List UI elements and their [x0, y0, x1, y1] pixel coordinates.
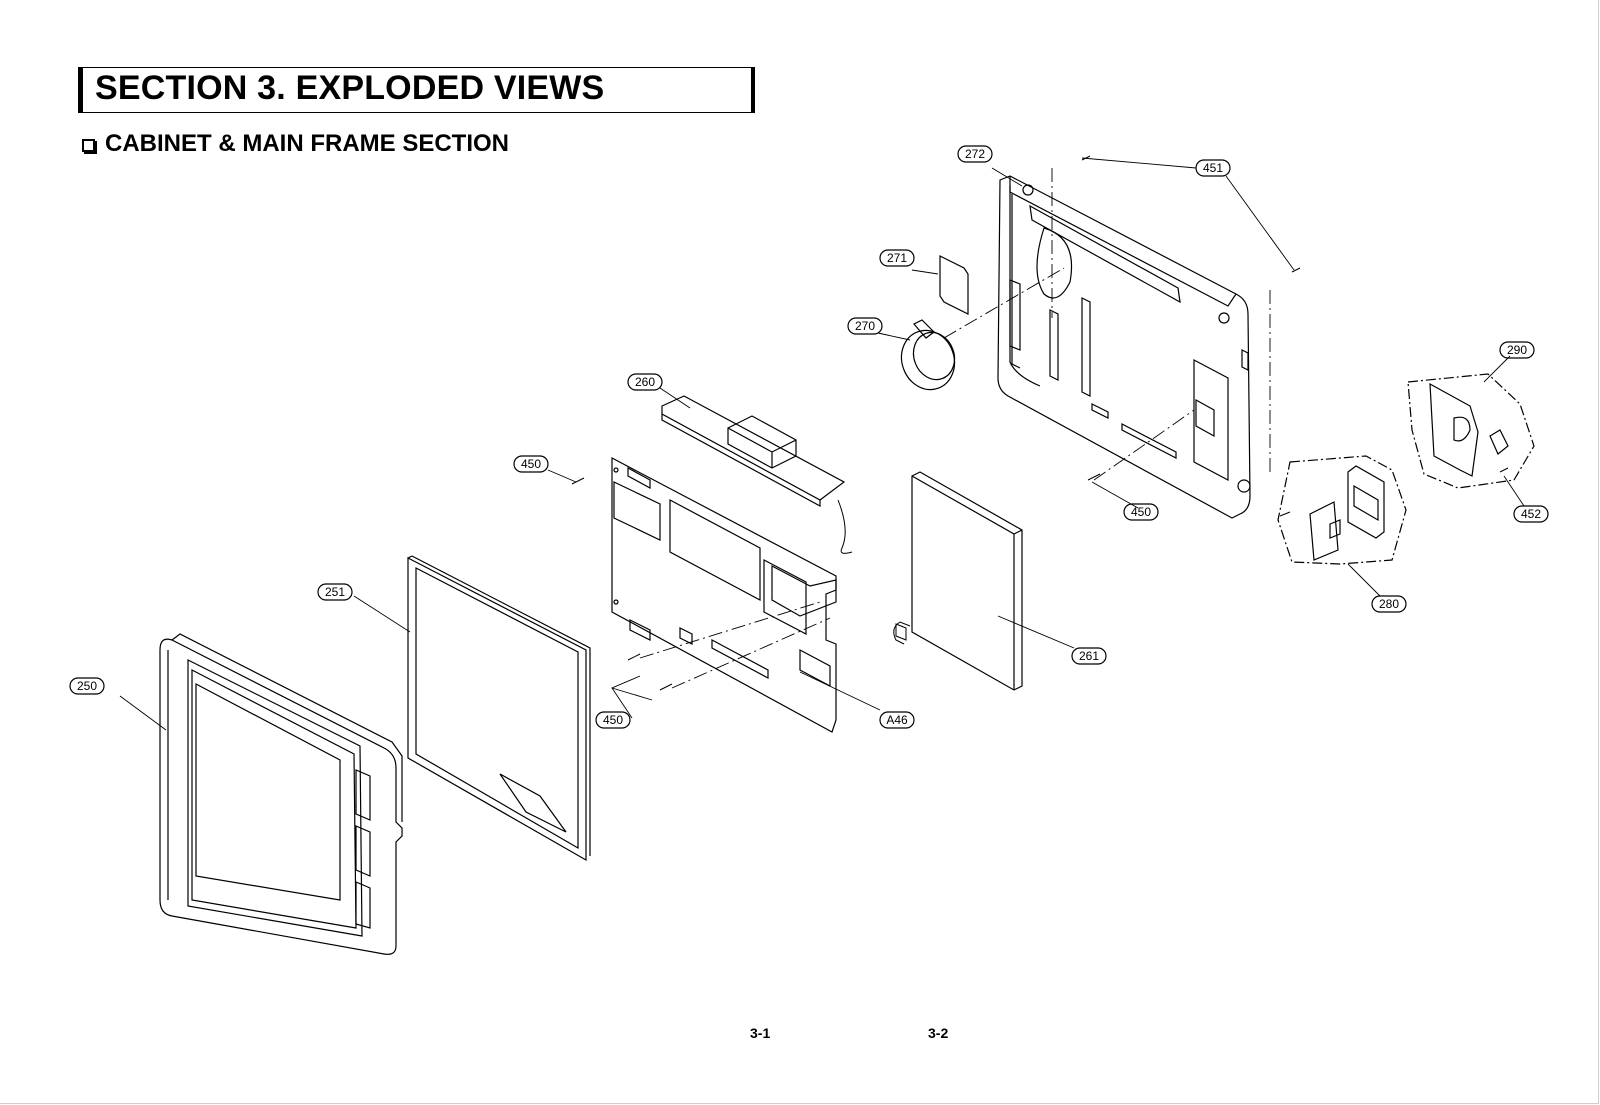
part-label-261: 261 — [1079, 649, 1099, 663]
switch-assembly-drawing — [1407, 373, 1535, 489]
screws-drawing — [571, 155, 1509, 691]
part-label-450-a: 450 — [521, 457, 541, 471]
page-number-left: 3-1 — [750, 1025, 771, 1041]
subsection-title: CABINET & MAIN FRAME SECTION — [105, 130, 509, 157]
part-label-271: 271 — [887, 251, 907, 265]
part-label-250: 250 — [77, 679, 97, 693]
part-callout-251: 251 — [317, 583, 353, 601]
checkbox-icon — [82, 138, 95, 152]
page-number-right: 3-2 — [928, 1025, 949, 1041]
part-callout-280: 280 — [1371, 595, 1407, 613]
part-callout-261: 261 — [1071, 647, 1107, 665]
part-label-450-c: 450 — [1131, 505, 1151, 519]
part-label-280: 280 — [1379, 597, 1399, 611]
main-pcb-drawing — [611, 457, 837, 733]
part-label-451: 451 — [1203, 161, 1223, 175]
part-callout-270: 270 — [847, 317, 883, 335]
battery-pack-drawing — [893, 471, 1023, 691]
part-callout-272: 272 — [957, 145, 993, 163]
subsection-heading: CABINET & MAIN FRAME SECTION — [82, 130, 509, 158]
part-callout-260: 260 — [627, 373, 663, 391]
part-label-260: 260 — [635, 375, 655, 389]
inverter-board-drawing — [661, 395, 853, 554]
part-callout-290: 290 — [1499, 341, 1535, 359]
part-callout-271: 271 — [879, 249, 915, 267]
part-label-290: 290 — [1507, 343, 1527, 357]
front-cabinet-drawing — [159, 633, 403, 955]
part-callout-450-b: 450 — [595, 711, 631, 729]
alignment-lines — [639, 168, 1271, 689]
speaker-drawing — [900, 319, 956, 391]
part-callout-450-a: 450 — [513, 455, 549, 473]
section-header-box: SECTION 3. EXPLODED VIEWS — [78, 67, 755, 113]
rear-cabinet-drawing — [997, 175, 1251, 519]
speaker-holder-drawing — [939, 255, 969, 315]
part-callout-A46: A46 — [879, 711, 915, 729]
section-title: SECTION 3. EXPLODED VIEWS — [95, 69, 605, 107]
jack-assembly-drawing — [1277, 455, 1407, 565]
part-label-270: 270 — [855, 319, 875, 333]
part-label-452: 452 — [1521, 507, 1541, 521]
lcd-panel-drawing — [407, 555, 591, 862]
part-label-450-b: 450 — [603, 713, 623, 727]
part-callout-250: 250 — [69, 677, 105, 695]
part-callout-451: 451 — [1195, 159, 1231, 177]
part-label-272: 272 — [965, 147, 985, 161]
part-callout-450-c: 450 — [1123, 503, 1159, 521]
part-callout-452: 452 — [1513, 505, 1549, 523]
leader-lines — [119, 157, 1525, 731]
part-label-A46: A46 — [886, 713, 908, 727]
part-label-251: 251 — [325, 585, 345, 599]
